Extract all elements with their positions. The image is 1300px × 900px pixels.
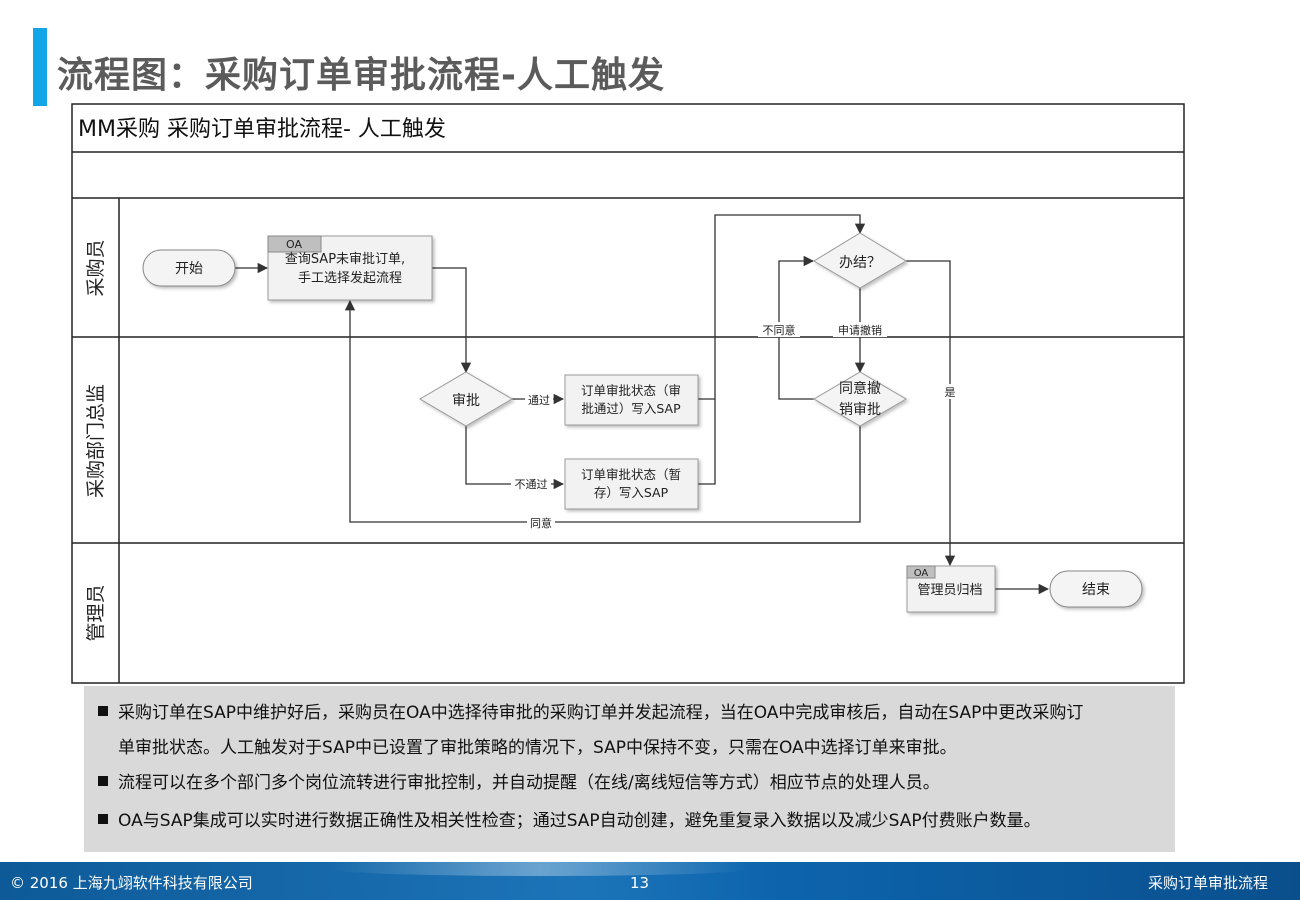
bullet-square-icon <box>98 814 108 824</box>
label-fail: 不通过 <box>515 478 548 491</box>
footer-swoosh <box>330 862 750 876</box>
decision-approve: 审批 <box>419 371 513 427</box>
label-agree: 同意 <box>530 516 552 530</box>
task-pass-line2: 批通过）写入SAP <box>581 401 681 416</box>
decision-done: 办结？ <box>813 232 907 289</box>
footer-copyright: © 2016 上海九翊软件科技有限公司 <box>10 874 253 892</box>
diagram-header: MM采购 采购订单审批流程- 人工触发 <box>78 117 446 142</box>
label-pass: 通过 <box>528 394 550 407</box>
swimlane-frame <box>71 103 1185 684</box>
task-status-pass: 订单审批状态（审 批通过）写入SAP <box>564 374 699 426</box>
lane-label-buyer: 采购员 <box>85 239 107 296</box>
note-item: 采购订单在SAP中维护好后，采购员在OA中选择待审批的采购订单并发起流程，当在O… <box>98 696 1161 766</box>
task-query-unapproved: OA 查询SAP未审批订单, 手工选择发起流程 <box>267 235 433 301</box>
task-pass-line1: 订单审批状态（审 <box>581 383 681 398</box>
task-archive: OA 管理员归档 <box>906 565 996 613</box>
edge-pass-to-done <box>698 214 866 400</box>
task-query-line1: 查询SAP未审批订单, <box>285 252 405 267</box>
bullet-square-icon <box>98 776 108 786</box>
end-label: 结束 <box>1082 582 1110 598</box>
task-fail-line1: 订单审批状态（暂 <box>581 467 681 482</box>
oa-tag: OA <box>286 238 302 251</box>
bullet-square-icon <box>98 706 108 716</box>
oa-tag-archive: OA <box>914 568 929 579</box>
edge-revoke-agree <box>344 299 861 523</box>
task-status-fail: 订单审批状态（暂 存）写入SAP <box>564 458 699 510</box>
task-fail-line2: 存）写入SAP <box>594 485 669 500</box>
label-disagree: 不同意 <box>763 323 796 337</box>
footer-page-number: 13 <box>630 874 650 892</box>
title-accent-bar <box>33 28 47 106</box>
decision-revoke-line2: 销审批 <box>839 402 881 418</box>
label-apply-revoke: 申请撤销 <box>838 323 882 337</box>
decision-done-label: 办结？ <box>839 255 881 271</box>
footer-bar: © 2016 上海九翊软件科技有限公司 13 采购订单审批流程 <box>0 862 1300 900</box>
edge-done-yes <box>906 260 956 567</box>
task-query-line2: 手工选择发起流程 <box>298 270 402 286</box>
end-node: 结束 <box>1049 570 1143 608</box>
page-title: 流程图：采购订单审批流程-人工触发 <box>57 55 665 96</box>
start-node: 开始 <box>142 249 236 287</box>
task-archive-label: 管理员归档 <box>917 583 982 598</box>
edge-fail-to-done <box>698 399 716 485</box>
start-label: 开始 <box>175 261 203 277</box>
decision-revoke: 同意撤 销审批 <box>813 371 907 427</box>
edge-approve-fail <box>465 426 565 490</box>
label-yes: 是 <box>945 386 956 399</box>
decision-revoke-line1: 同意撤 <box>839 380 881 397</box>
note-item: OA与SAP集成可以实时进行数据正确性及相关性检查；通过SAP自动创建，避免重复… <box>98 804 1161 839</box>
lane-label-director: 采购部门总监 <box>85 384 107 498</box>
decision-approve-label: 审批 <box>452 393 480 409</box>
edge-query-to-approve <box>432 267 472 374</box>
notes-panel: 采购订单在SAP中维护好后，采购员在OA中选择待审批的采购订单并发起流程，当在O… <box>84 686 1175 852</box>
lane-label-admin: 管理员 <box>85 584 107 641</box>
note-item: 流程可以在多个部门多个岗位流转进行审批控制，并自动提醒（在线/离线短信等方式）相… <box>98 766 1161 801</box>
footer-section-title: 采购订单审批流程 <box>1147 874 1268 892</box>
